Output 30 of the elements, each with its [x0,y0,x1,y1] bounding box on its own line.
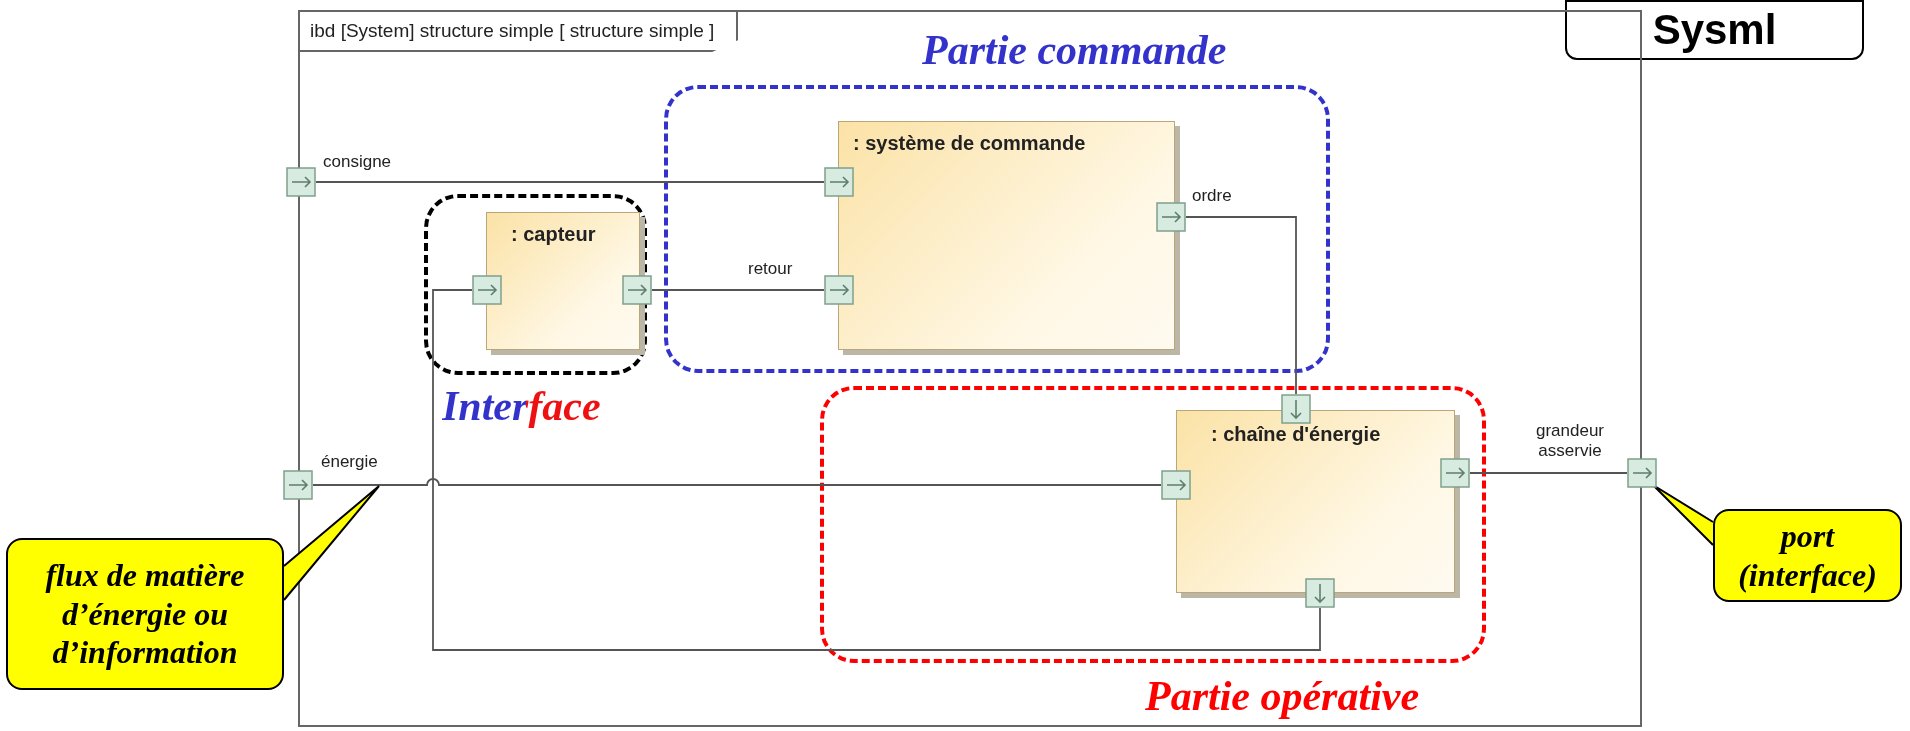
connector-line [312,478,1162,486]
port-square [283,470,313,500]
connector-line [651,289,825,291]
port-square [1627,458,1657,488]
port-square [823,166,854,197]
connector-line [432,289,1321,651]
frame-title: ibd [System] structure simple [ structure simple ] [300,12,739,52]
port-square [286,167,316,197]
port-square [1160,469,1191,500]
connector-line [1469,472,1628,474]
port-square [823,274,854,305]
port-square [621,274,652,305]
port-square [1439,457,1470,488]
header-box: Sysml [1565,0,1864,60]
port-square [471,274,502,305]
block-title: : capteur [511,223,596,246]
port-square [1304,577,1335,608]
callout-pointer [1652,484,1714,546]
callout-bubble: flux de matière d’énergie ou d’information [6,538,284,690]
group-title: Partie opérative [1145,674,1420,718]
callout-pointer [283,485,380,601]
port-square [1280,393,1311,424]
block-title: : système de commande [853,132,1086,155]
callout-bubble: port (interface) [1713,509,1902,602]
port-label: consigne [321,152,394,172]
port-label: énergie [319,452,380,472]
group-title: Partie commande [922,28,1227,72]
connector-line [315,181,825,183]
port-square [1155,201,1186,232]
block-title: : chaîne d'énergie [1211,423,1381,446]
